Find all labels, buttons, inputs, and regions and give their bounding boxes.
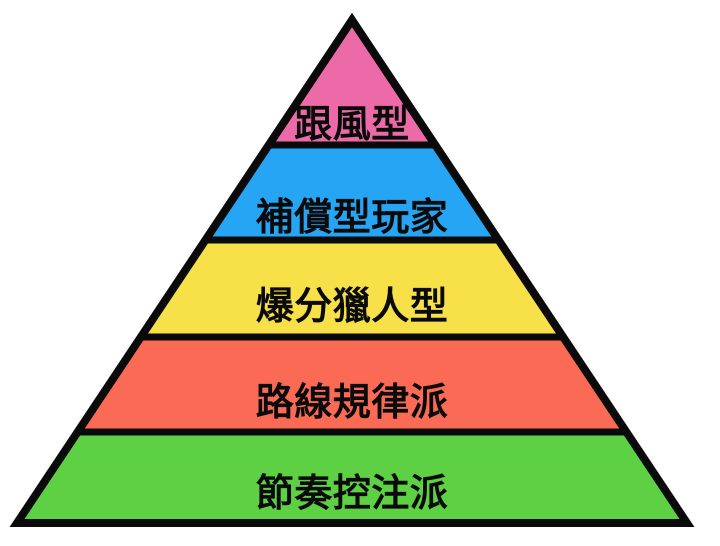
pyramid-tier-5[interactable]: 節奏控注派: [10, 428, 694, 527]
pyramid-tier-3[interactable]: 爆分獵人型: [134, 236, 570, 341]
tier-5-label: 節奏控注派: [256, 471, 449, 515]
tier-1-label: 跟風型: [294, 102, 410, 146]
pyramid-tier-4[interactable]: 路線規律派: [71, 333, 633, 436]
pyramid-outline: [9, 12, 695, 527]
tier-2-label: 補償型玩家: [256, 195, 449, 239]
tier-3-label: 爆分獵人型: [256, 284, 449, 328]
tier-4-label: 路線規律派: [256, 380, 449, 424]
